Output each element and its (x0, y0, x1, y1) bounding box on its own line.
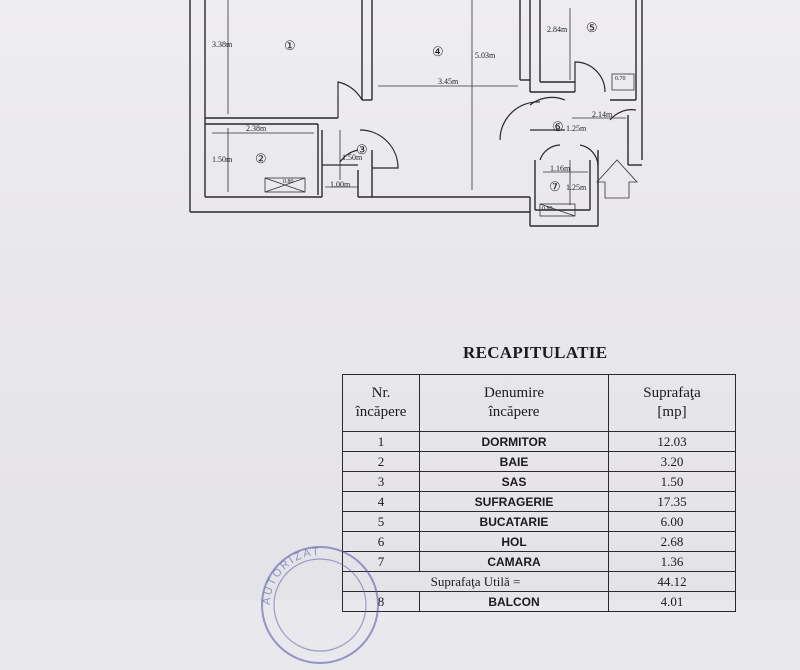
dim-label: 1.16m (550, 164, 571, 173)
cell-nr: 5 (342, 511, 420, 532)
dim-label: 5.03m (475, 51, 496, 60)
total-value: 44.12 (608, 571, 736, 592)
room-number: ④ (432, 44, 444, 59)
cell-area: 12.03 (608, 431, 736, 452)
header-room-area: Suprafaţa [mp] (608, 374, 736, 432)
dim-label: 2.84m (547, 25, 568, 34)
cell-area: 1.50 (608, 471, 736, 492)
room-number: ⑦ (549, 179, 561, 194)
cell-name: BUCATARIE (419, 511, 609, 532)
cell-name: CAMARA (419, 551, 609, 572)
dim-label: 0.80 (542, 206, 553, 212)
floor-plan: 3.38m 5.03m 2.84m 3.45m 2.38m 1.50m 1.50… (189, 0, 643, 227)
header-room-name: Denumire încăpere (419, 374, 609, 432)
table-total-row: Suprafaţa Utilă = 44.12 (342, 571, 736, 592)
dim-label: 1.50m (212, 155, 233, 164)
cell-area: 6.00 (608, 511, 736, 532)
dim-label: 1.00m (330, 180, 351, 189)
cell-area: 4.01 (608, 591, 736, 612)
header-room-number: Nr. încăpere (342, 374, 420, 432)
cell-area: 17.35 (608, 491, 736, 512)
dim-label: 1.25m (566, 124, 587, 133)
table-header-row: Nr. încăpere Denumire încăpere Suprafaţa… (342, 374, 736, 432)
dim-label: 1.25m (566, 183, 587, 192)
cell-nr: 2 (342, 451, 420, 472)
room-number: ③ (356, 142, 368, 157)
table-row: 4 SUFRAGERIE 17.35 (342, 491, 736, 512)
plan-dimension-lines (212, 0, 626, 205)
room-number: ⑥ (552, 119, 564, 134)
plan-walls (189, 0, 643, 227)
cell-nr: 1 (342, 431, 420, 452)
stamp-text: AUTORIZAT (261, 546, 319, 605)
cell-nr: 8 (342, 591, 420, 612)
header-line: [mp] (657, 404, 687, 420)
cell-nr: 7 (342, 551, 420, 572)
dim-label: 2.14m (592, 110, 613, 119)
room-number: ① (284, 38, 296, 53)
dim-label: 3.45m (438, 77, 459, 86)
svg-text:AUTORIZAT: AUTORIZAT (261, 546, 321, 605)
plan-fixtures (264, 73, 638, 217)
dim-label: 0.80 (283, 179, 294, 185)
cell-area: 2.68 (608, 531, 736, 552)
recap-table: Nr. încăpere Denumire încăpere Suprafaţa… (342, 374, 736, 612)
cell-name: BAIE (419, 451, 609, 472)
table-row: 1 DORMITOR 12.03 (342, 431, 736, 452)
cell-name: BALCON (419, 591, 609, 612)
dim-label: 1.50m (342, 153, 363, 162)
room-number: ⑤ (586, 20, 598, 35)
table-row: 8 BALCON 4.01 (342, 591, 736, 612)
cell-name: DORMITOR (419, 431, 609, 452)
table-row: 5 BUCATARIE 6.00 (342, 511, 736, 532)
table-row: 3 SAS 1.50 (342, 471, 736, 492)
dim-label: 2.38m (246, 124, 267, 133)
cell-name: HOL (419, 531, 609, 552)
header-line: Suprafaţa (643, 385, 701, 401)
header-line: Nr. (371, 385, 391, 401)
cell-name: SAS (419, 471, 609, 492)
header-line: încăpere (488, 404, 540, 420)
cell-nr: 6 (342, 531, 420, 552)
table-row: 7 CAMARA 1.36 (342, 551, 736, 572)
total-label: Suprafaţa Utilă = (342, 571, 609, 592)
header-line: încăpere (355, 404, 407, 420)
table-row: 6 HOL 2.68 (342, 531, 736, 552)
table-row: 2 BAIE 3.20 (342, 451, 736, 472)
cell-nr: 4 (342, 491, 420, 512)
cell-area: 3.20 (608, 451, 736, 472)
dim-label: 0.70 (615, 76, 626, 82)
room-number: ② (255, 151, 267, 166)
header-line: Denumire (484, 385, 544, 401)
cell-area: 1.36 (608, 551, 736, 572)
recap-title: RECAPITULATIE (463, 343, 608, 362)
cell-nr: 3 (342, 471, 420, 492)
plan-doors (322, 61, 637, 169)
dim-label: 3.38m (212, 40, 233, 49)
cell-name: SUFRAGERIE (419, 491, 609, 512)
